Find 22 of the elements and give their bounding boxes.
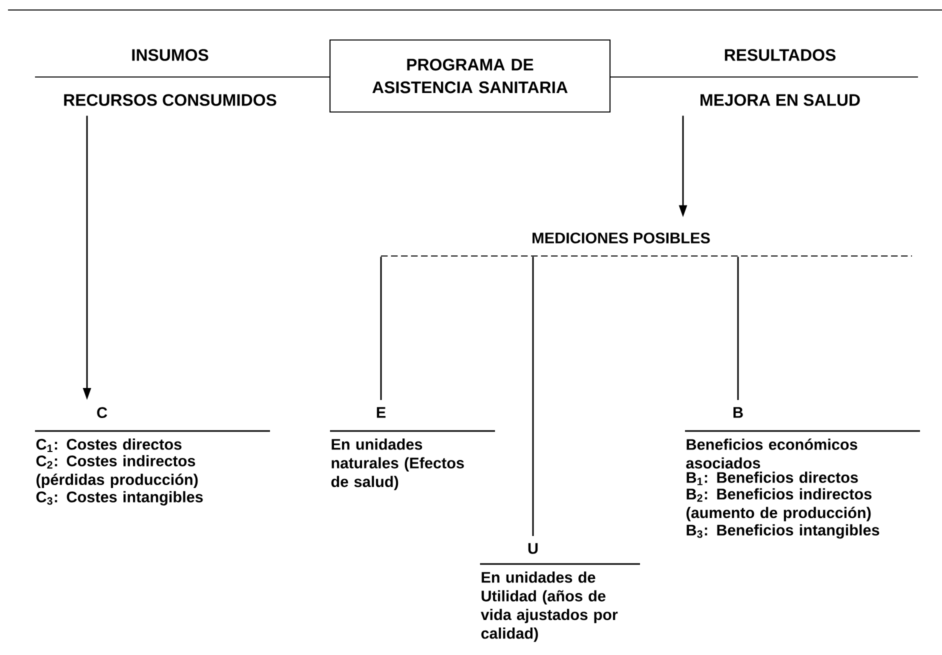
description-text: C$_{2}$: Costes indirectos (pérdidas producción) <box>36 455 198 488</box>
heading: MEDICIONES POSIBLES <box>532 232 710 244</box>
description-text: C$_{3}$: Costes intangibles <box>36 491 203 506</box>
description-text: En unidades naturales (Efectos de salud) <box>331 438 464 490</box>
description-text: En unidades de Utilidad (años de vida ajustados por calidad) <box>480 572 618 642</box>
subheading: RECURSOS CONSUMIDOS <box>64 94 276 106</box>
heading: RESULTADOS <box>724 49 836 61</box>
connector-line <box>380 256 382 400</box>
connector-line <box>737 256 739 400</box>
heading: INSUMOS <box>132 49 208 61</box>
program-box: PROGRAMA DE ASISTENCIA SANITARIA <box>329 39 611 113</box>
category-letter: C <box>97 407 108 418</box>
category-letter: E <box>376 407 386 418</box>
connector-line <box>532 256 534 536</box>
description-text: Beneficios económicos asociados <box>686 438 858 469</box>
description-text: B$_{2}$: Beneficios indirectos (aumento de producción) <box>686 488 872 522</box>
category-letter: B <box>734 407 743 418</box>
category-letter: U <box>528 543 538 554</box>
description-text: B$_{3}$: Beneficios intangibles <box>686 524 880 539</box>
description-text: C$_{1}$: Costes directos <box>36 438 182 452</box>
subheading: MEJORA EN SALUD <box>700 94 860 106</box>
description-text: B$_{1}$: Beneficios directos <box>686 472 858 486</box>
